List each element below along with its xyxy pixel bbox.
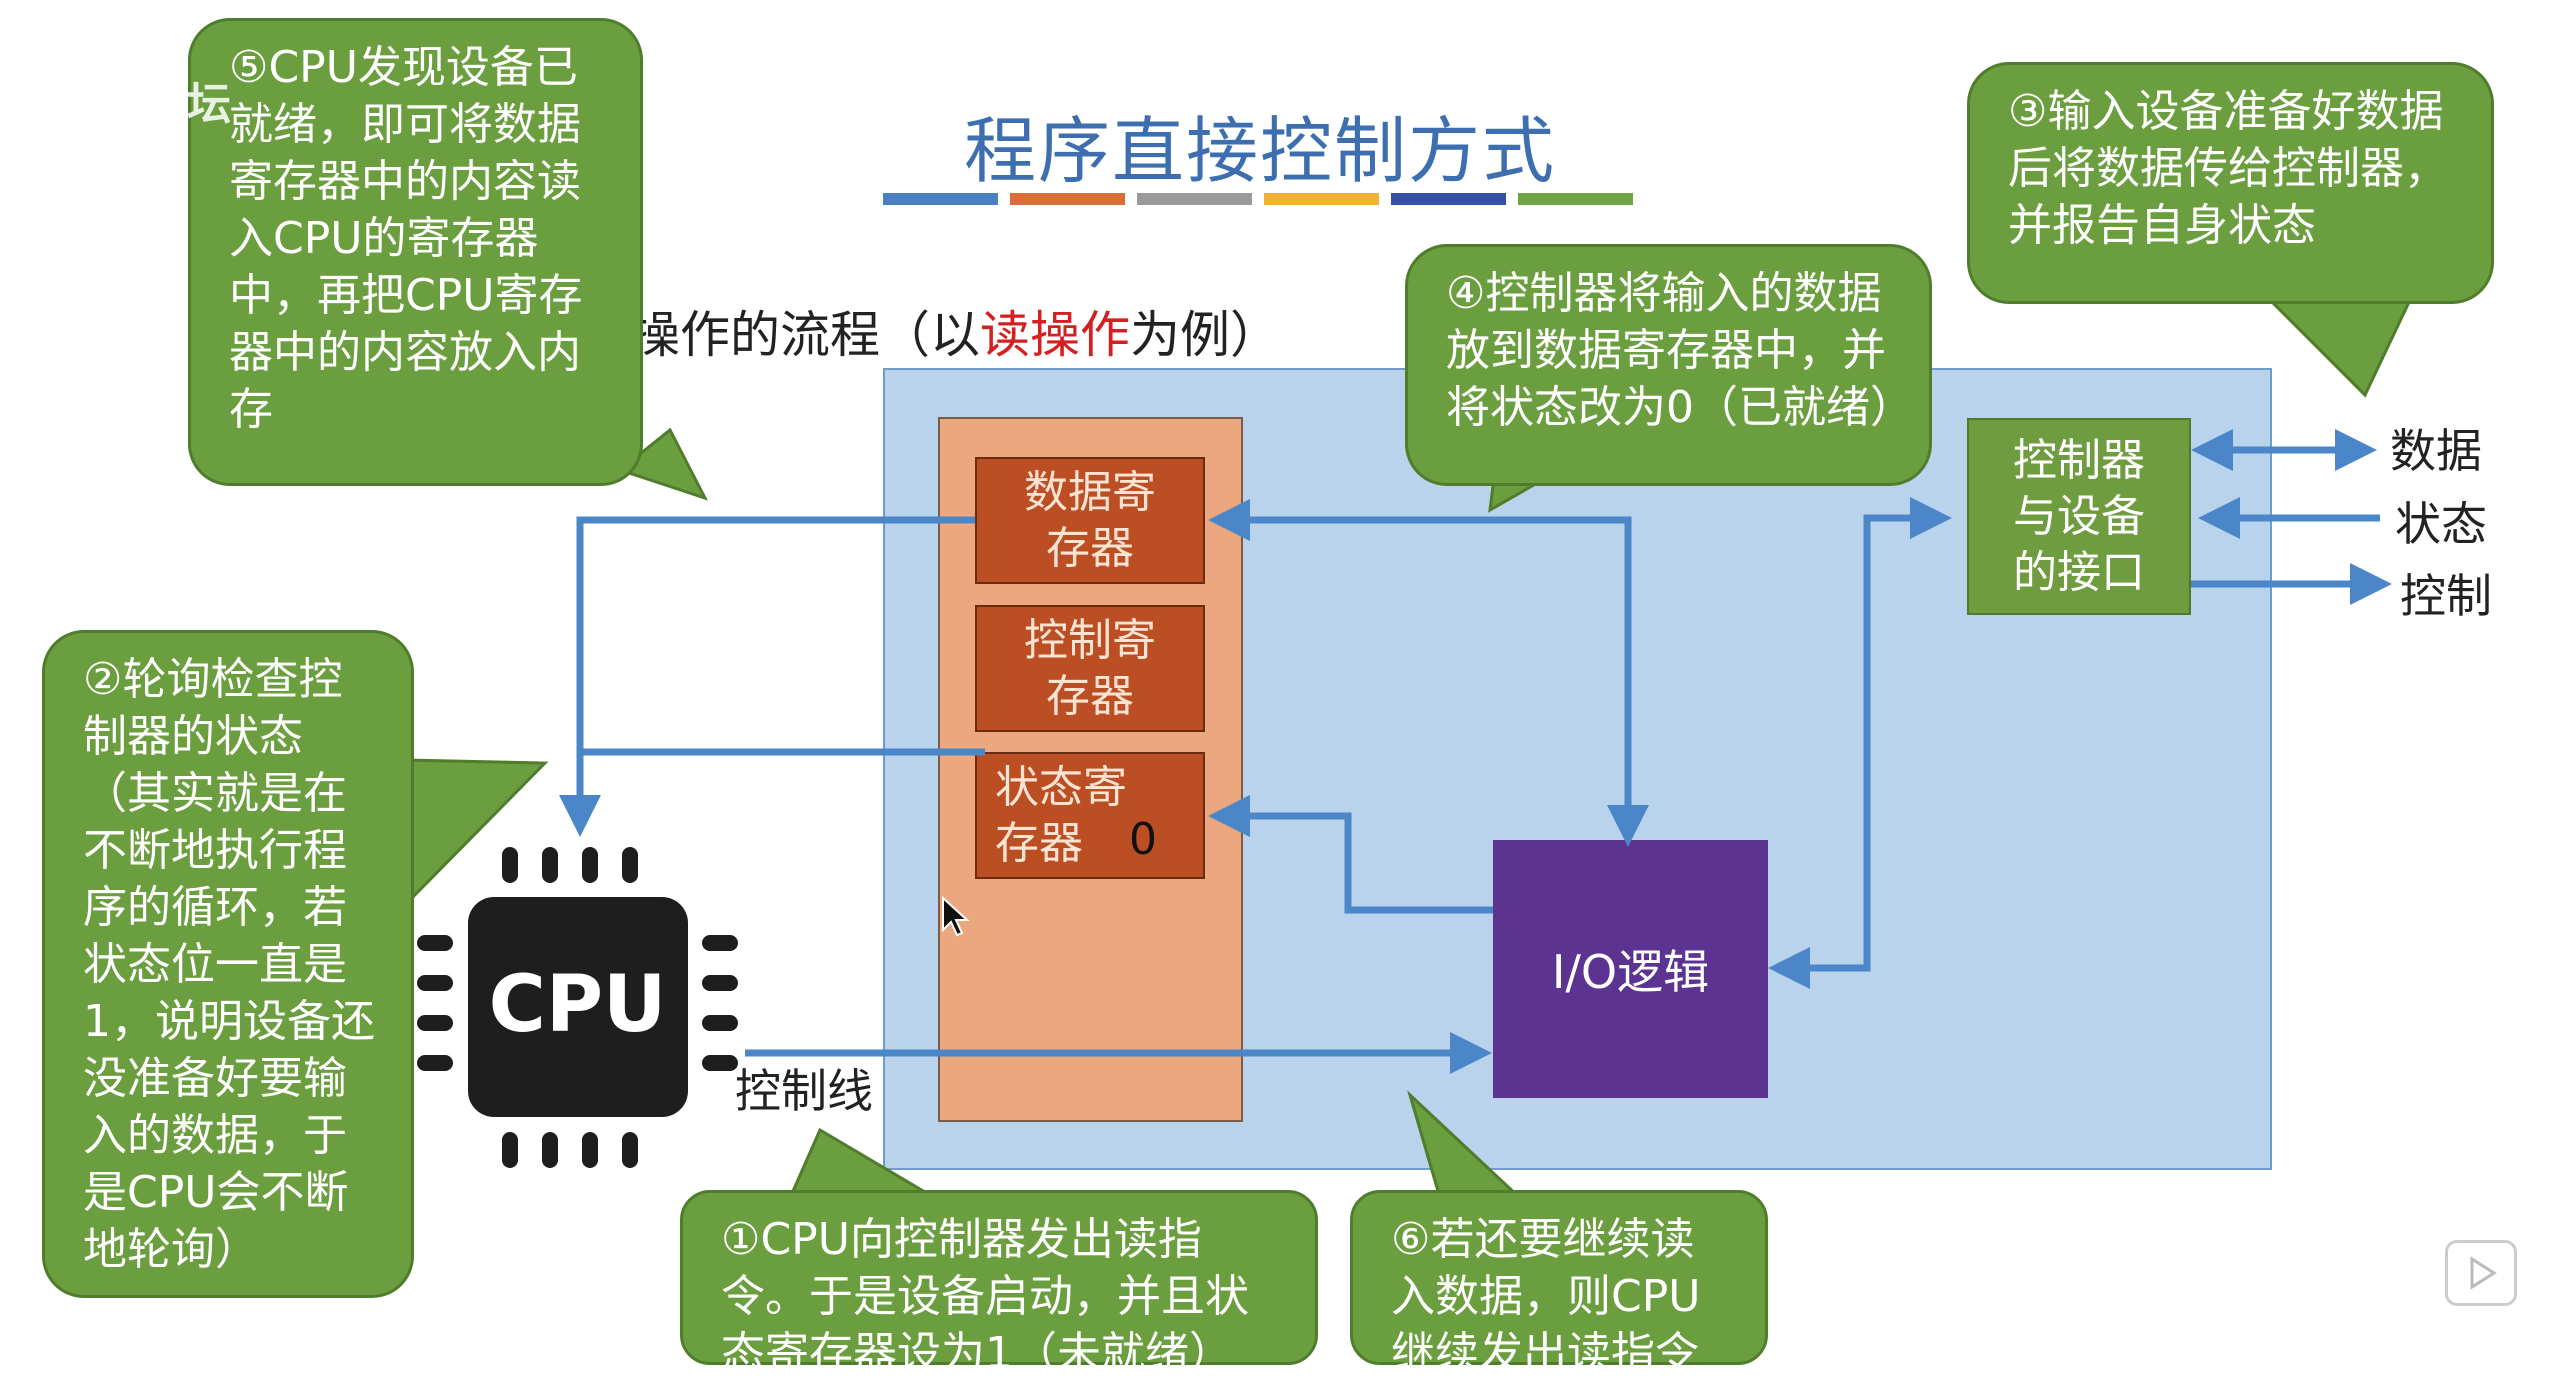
interface-io-line [1768, 497, 1952, 989]
play-button[interactable] [2445, 1240, 2517, 1306]
diagram-title: 程序直接控制方式 [963, 109, 1556, 193]
status-register-label: 状态寄存器 [995, 761, 1127, 869]
control-register: 控制寄存器 [975, 605, 1205, 732]
subtitle-highlight: 读操作 [980, 306, 1130, 364]
subtitle: 操作的流程（以读操作为例） [630, 295, 1280, 367]
signal-data-label: 数据 [2390, 424, 2482, 478]
subtitle-suffix: 为例） [1130, 306, 1280, 364]
signal-status-label: 状态 [2395, 497, 2487, 551]
bubble-step3: ③输入设备准备好数据后将数据传给控制器，并报告自身状态 [1967, 62, 2494, 304]
control-register-label: 控制寄存器 [1024, 614, 1156, 722]
title-bar-segment [1391, 193, 1506, 205]
io-logic-block: I/O逻辑 [1493, 840, 1768, 1098]
bubble-step4: ④控制器将输入的数据放到数据寄存器中，并将状态改为0（已就绪） [1405, 244, 1932, 486]
data-register: 数据寄存器 [975, 457, 1205, 584]
bubble-step6: ⑥若还要继续读入数据，则CPU继续发出读指令 [1350, 1190, 1768, 1379]
title-bar-segment [1518, 193, 1633, 205]
status-register-value: 0 [1129, 814, 1157, 865]
title-underline [883, 193, 1643, 205]
bubble-step1-text: ①CPU向控制器发出读指令。于是设备启动，并且状态寄存器设为1（未就绪） [721, 1214, 1249, 1379]
bubble1-tail [787, 1127, 941, 1200]
title-bar-segment [883, 193, 998, 205]
mouse-cursor-icon [942, 895, 970, 937]
play-icon [2470, 1256, 2497, 1290]
subtitle-prefix: 操作的流程（以 [630, 306, 980, 364]
title-bar-segment [1137, 193, 1252, 205]
bubble-step3-text: ③输入设备准备好数据后将数据传给控制器，并报告自身状态 [2008, 86, 2448, 251]
title-bar-segment [1010, 193, 1125, 205]
bubble6-tail [1407, 1090, 1524, 1200]
bubble3-tail [2266, 298, 2413, 398]
data-to-cpu-line [559, 516, 975, 837]
cpu-chip-icon [417, 847, 738, 1168]
control-line-label: 控制线 [735, 1064, 873, 1118]
bubble-step2-text: ②轮询检查控制器的状态（其实就是在不断地执行程序的循环，若状态位一直是1，说明设… [83, 654, 375, 1275]
io-status-line [1208, 795, 1493, 914]
io-data-line [1208, 499, 1649, 847]
device-interface-block: 控制器与设备的接口 [1967, 418, 2191, 615]
bubble-step4-text: ④控制器将输入的数据放到数据寄存器中，并将状态改为0（已就绪） [1446, 268, 1914, 433]
bubble-step1: ①CPU向控制器发出读指令。于是设备启动，并且状态寄存器设为1（未就绪） [680, 1190, 1318, 1379]
bubble-step6-text: ⑥若还要继续读入数据，则CPU继续发出读指令 [1391, 1214, 1701, 1379]
status-register: 状态寄存器 0 [975, 752, 1205, 879]
data-register-label: 数据寄存器 [1024, 466, 1156, 574]
cpu-label: CPU [488, 960, 667, 1050]
watermark-text: 王道论坛 [55, 79, 231, 130]
device-interface-label: 控制器与设备的接口 [2013, 434, 2145, 598]
bubble5-tail [616, 427, 709, 501]
signal-control-label: 控制 [2400, 569, 2492, 623]
bubble-step5-text: ⑤CPU发现设备已就绪，即可将数据寄存器中的内容读入CPU的寄存器中，再把CPU… [229, 42, 583, 435]
io-logic-label: I/O逻辑 [1551, 945, 1710, 999]
bubble2-tail [403, 758, 549, 909]
bubble-step5: ⑤CPU发现设备已就绪，即可将数据寄存器中的内容读入CPU的寄存器中，再把CPU… [188, 18, 643, 486]
bubble-step2: ②轮询检查控制器的状态（其实就是在不断地执行程序的循环，若状态位一直是1，说明设… [42, 630, 414, 1298]
title-bar-segment [1264, 193, 1379, 205]
watermark-logo: 王道论坛 [55, 68, 231, 132]
